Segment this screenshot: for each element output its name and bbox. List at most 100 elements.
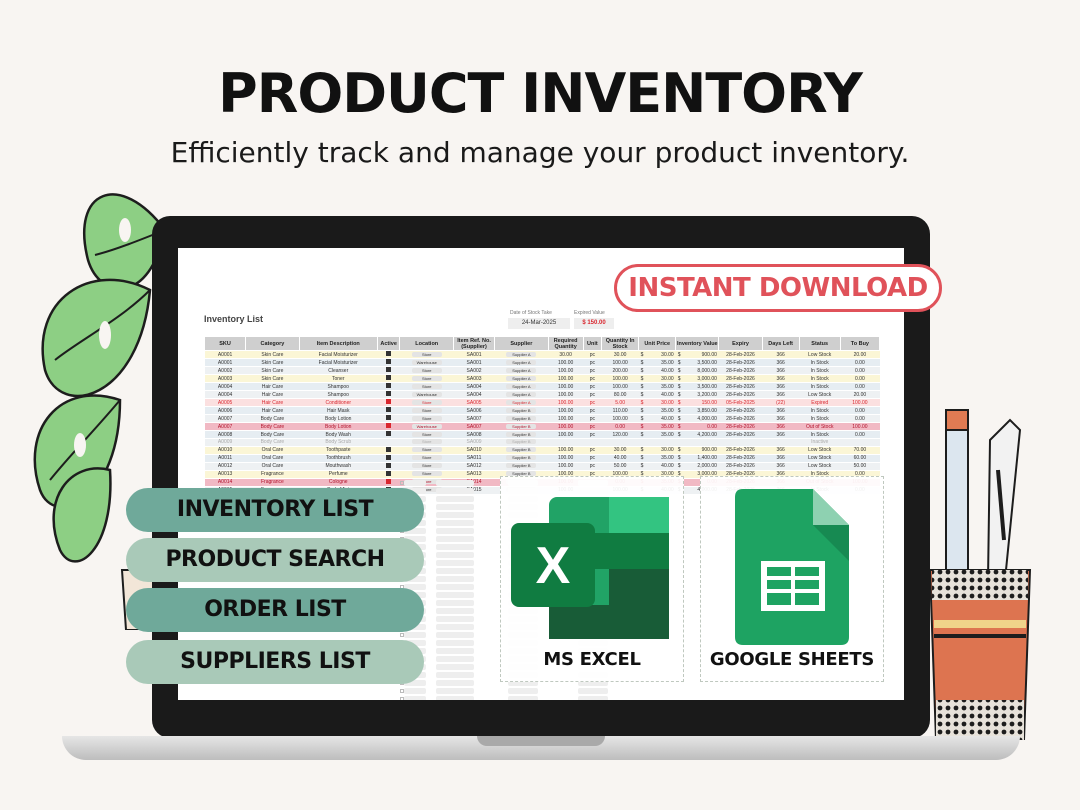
column-header[interactable]: Status: [798, 336, 841, 351]
location-cell[interactable]: Store: [399, 446, 454, 455]
location-cell[interactable]: Store: [399, 470, 454, 479]
empty-checkbox[interactable]: [400, 481, 404, 485]
nav-order-list-button[interactable]: ORDER LIST: [126, 588, 424, 632]
active-checkbox[interactable]: [377, 470, 400, 479]
column-header[interactable]: Inventory Value: [675, 336, 720, 351]
checkbox-icon[interactable]: [386, 407, 392, 412]
stock-take-value[interactable]: 24-Mar-2025: [508, 318, 570, 329]
dropdown-pill[interactable]: Store: [411, 431, 442, 437]
location-cell[interactable]: Store: [399, 382, 454, 391]
dropdown-pill[interactable]: Store: [411, 471, 442, 477]
sku-cell[interactable]: A0013: [204, 470, 246, 479]
column-header[interactable]: Item Ref. No. (Supplier): [452, 336, 496, 351]
checkbox-icon[interactable]: [386, 415, 392, 420]
column-header[interactable]: Expiry: [718, 336, 763, 351]
dropdown-pill[interactable]: Supplier B: [506, 463, 537, 469]
dropdown-pill[interactable]: Supplier B: [506, 447, 537, 453]
supplier-cell[interactable]: Supplier B: [494, 454, 549, 463]
checkbox-icon[interactable]: [386, 478, 392, 484]
active-checkbox[interactable]: [377, 398, 400, 407]
item-description-cell[interactable]: Toothpaste: [299, 446, 378, 455]
dropdown-pill[interactable]: Store: [411, 375, 442, 381]
active-checkbox[interactable]: [377, 462, 400, 471]
item-description-cell[interactable]: Toothbrush: [299, 454, 378, 463]
checkbox-icon[interactable]: [386, 462, 392, 468]
google-sheets-card[interactable]: GOOGLE SHEETS: [700, 476, 884, 682]
active-checkbox[interactable]: [377, 414, 400, 423]
location-cell[interactable]: Store: [399, 414, 454, 423]
supplier-cell[interactable]: Supplier B: [494, 406, 549, 415]
column-header[interactable]: To Buy: [839, 336, 881, 351]
location-cell[interactable]: Store: [399, 430, 454, 439]
supplier-cell[interactable]: Supplier A: [494, 374, 549, 383]
location-cell[interactable]: Store: [399, 454, 454, 463]
sku-cell[interactable]: A0010: [204, 446, 246, 455]
dropdown-pill[interactable]: Store: [411, 487, 442, 493]
location-cell[interactable]: Store: [399, 366, 454, 375]
checkbox-icon[interactable]: [386, 454, 392, 460]
dropdown-pill[interactable]: Warehouse: [411, 423, 442, 429]
nav-product-search-button[interactable]: PRODUCT SEARCH: [126, 538, 424, 582]
sku-cell[interactable]: A0009: [204, 438, 246, 447]
location-cell[interactable]: Store: [399, 486, 454, 495]
supplier-cell[interactable]: Supplier B: [494, 462, 549, 471]
nav-suppliers-list-button[interactable]: SUPPLIERS LIST: [126, 640, 424, 684]
sku-cell[interactable]: A0011: [204, 454, 246, 463]
location-cell[interactable]: Store: [399, 478, 454, 487]
active-checkbox[interactable]: [377, 406, 400, 415]
dropdown-pill[interactable]: Store: [411, 415, 442, 421]
dropdown-pill[interactable]: Store: [411, 455, 442, 461]
item-description-cell[interactable]: Mouthwash: [299, 462, 378, 471]
dropdown-pill[interactable]: Warehouse: [411, 359, 442, 365]
item-description-cell[interactable]: Perfume: [299, 470, 378, 479]
checkbox-icon[interactable]: [386, 351, 392, 356]
dropdown-pill[interactable]: Supplier B: [506, 431, 537, 437]
column-header[interactable]: Required Quantity: [547, 336, 584, 351]
dropdown-pill[interactable]: Supplier A: [506, 359, 537, 365]
empty-checkbox[interactable]: [400, 689, 404, 693]
sku-cell[interactable]: A0007: [204, 422, 246, 431]
active-checkbox[interactable]: [377, 438, 400, 447]
column-header[interactable]: SKU: [203, 336, 247, 351]
sku-cell[interactable]: A0004: [204, 382, 246, 391]
dropdown-pill[interactable]: Supplier A: [506, 367, 537, 373]
dropdown-pill[interactable]: Store: [411, 351, 442, 357]
location-cell[interactable]: Store: [399, 406, 454, 415]
column-header[interactable]: Category: [245, 336, 300, 351]
supplier-cell[interactable]: Supplier A: [494, 390, 549, 399]
sku-cell[interactable]: A0006: [204, 406, 246, 415]
supplier-cell[interactable]: Supplier B: [494, 422, 549, 431]
item-description-cell[interactable]: Body Wash: [299, 430, 378, 439]
sku-cell[interactable]: A0001: [204, 358, 246, 367]
item-description-cell[interactable]: Cleanser: [299, 366, 378, 375]
checkbox-icon[interactable]: [386, 399, 392, 404]
sku-cell[interactable]: A0008: [204, 430, 246, 439]
dropdown-pill[interactable]: Store: [411, 367, 442, 373]
active-checkbox[interactable]: [377, 446, 400, 455]
item-description-cell[interactable]: Body Lotion: [299, 414, 378, 423]
location-cell[interactable]: Store: [399, 374, 454, 383]
location-cell[interactable]: Warehouse: [399, 390, 454, 399]
dropdown-pill[interactable]: Supplier B: [506, 471, 537, 477]
active-checkbox[interactable]: [377, 350, 400, 359]
checkbox-icon[interactable]: [386, 359, 392, 364]
supplier-cell[interactable]: Supplier A: [494, 350, 549, 359]
active-checkbox[interactable]: [377, 366, 400, 375]
location-cell[interactable]: Store: [399, 462, 454, 471]
item-description-cell[interactable]: Body Scrub: [299, 438, 378, 447]
dropdown-pill[interactable]: Supplier A: [506, 391, 537, 397]
checkbox-icon[interactable]: [386, 446, 392, 452]
dropdown-pill[interactable]: Supplier B: [506, 407, 537, 413]
supplier-cell[interactable]: Supplier B: [494, 430, 549, 439]
active-checkbox[interactable]: [377, 430, 400, 439]
column-header[interactable]: Unit Price: [638, 336, 677, 351]
